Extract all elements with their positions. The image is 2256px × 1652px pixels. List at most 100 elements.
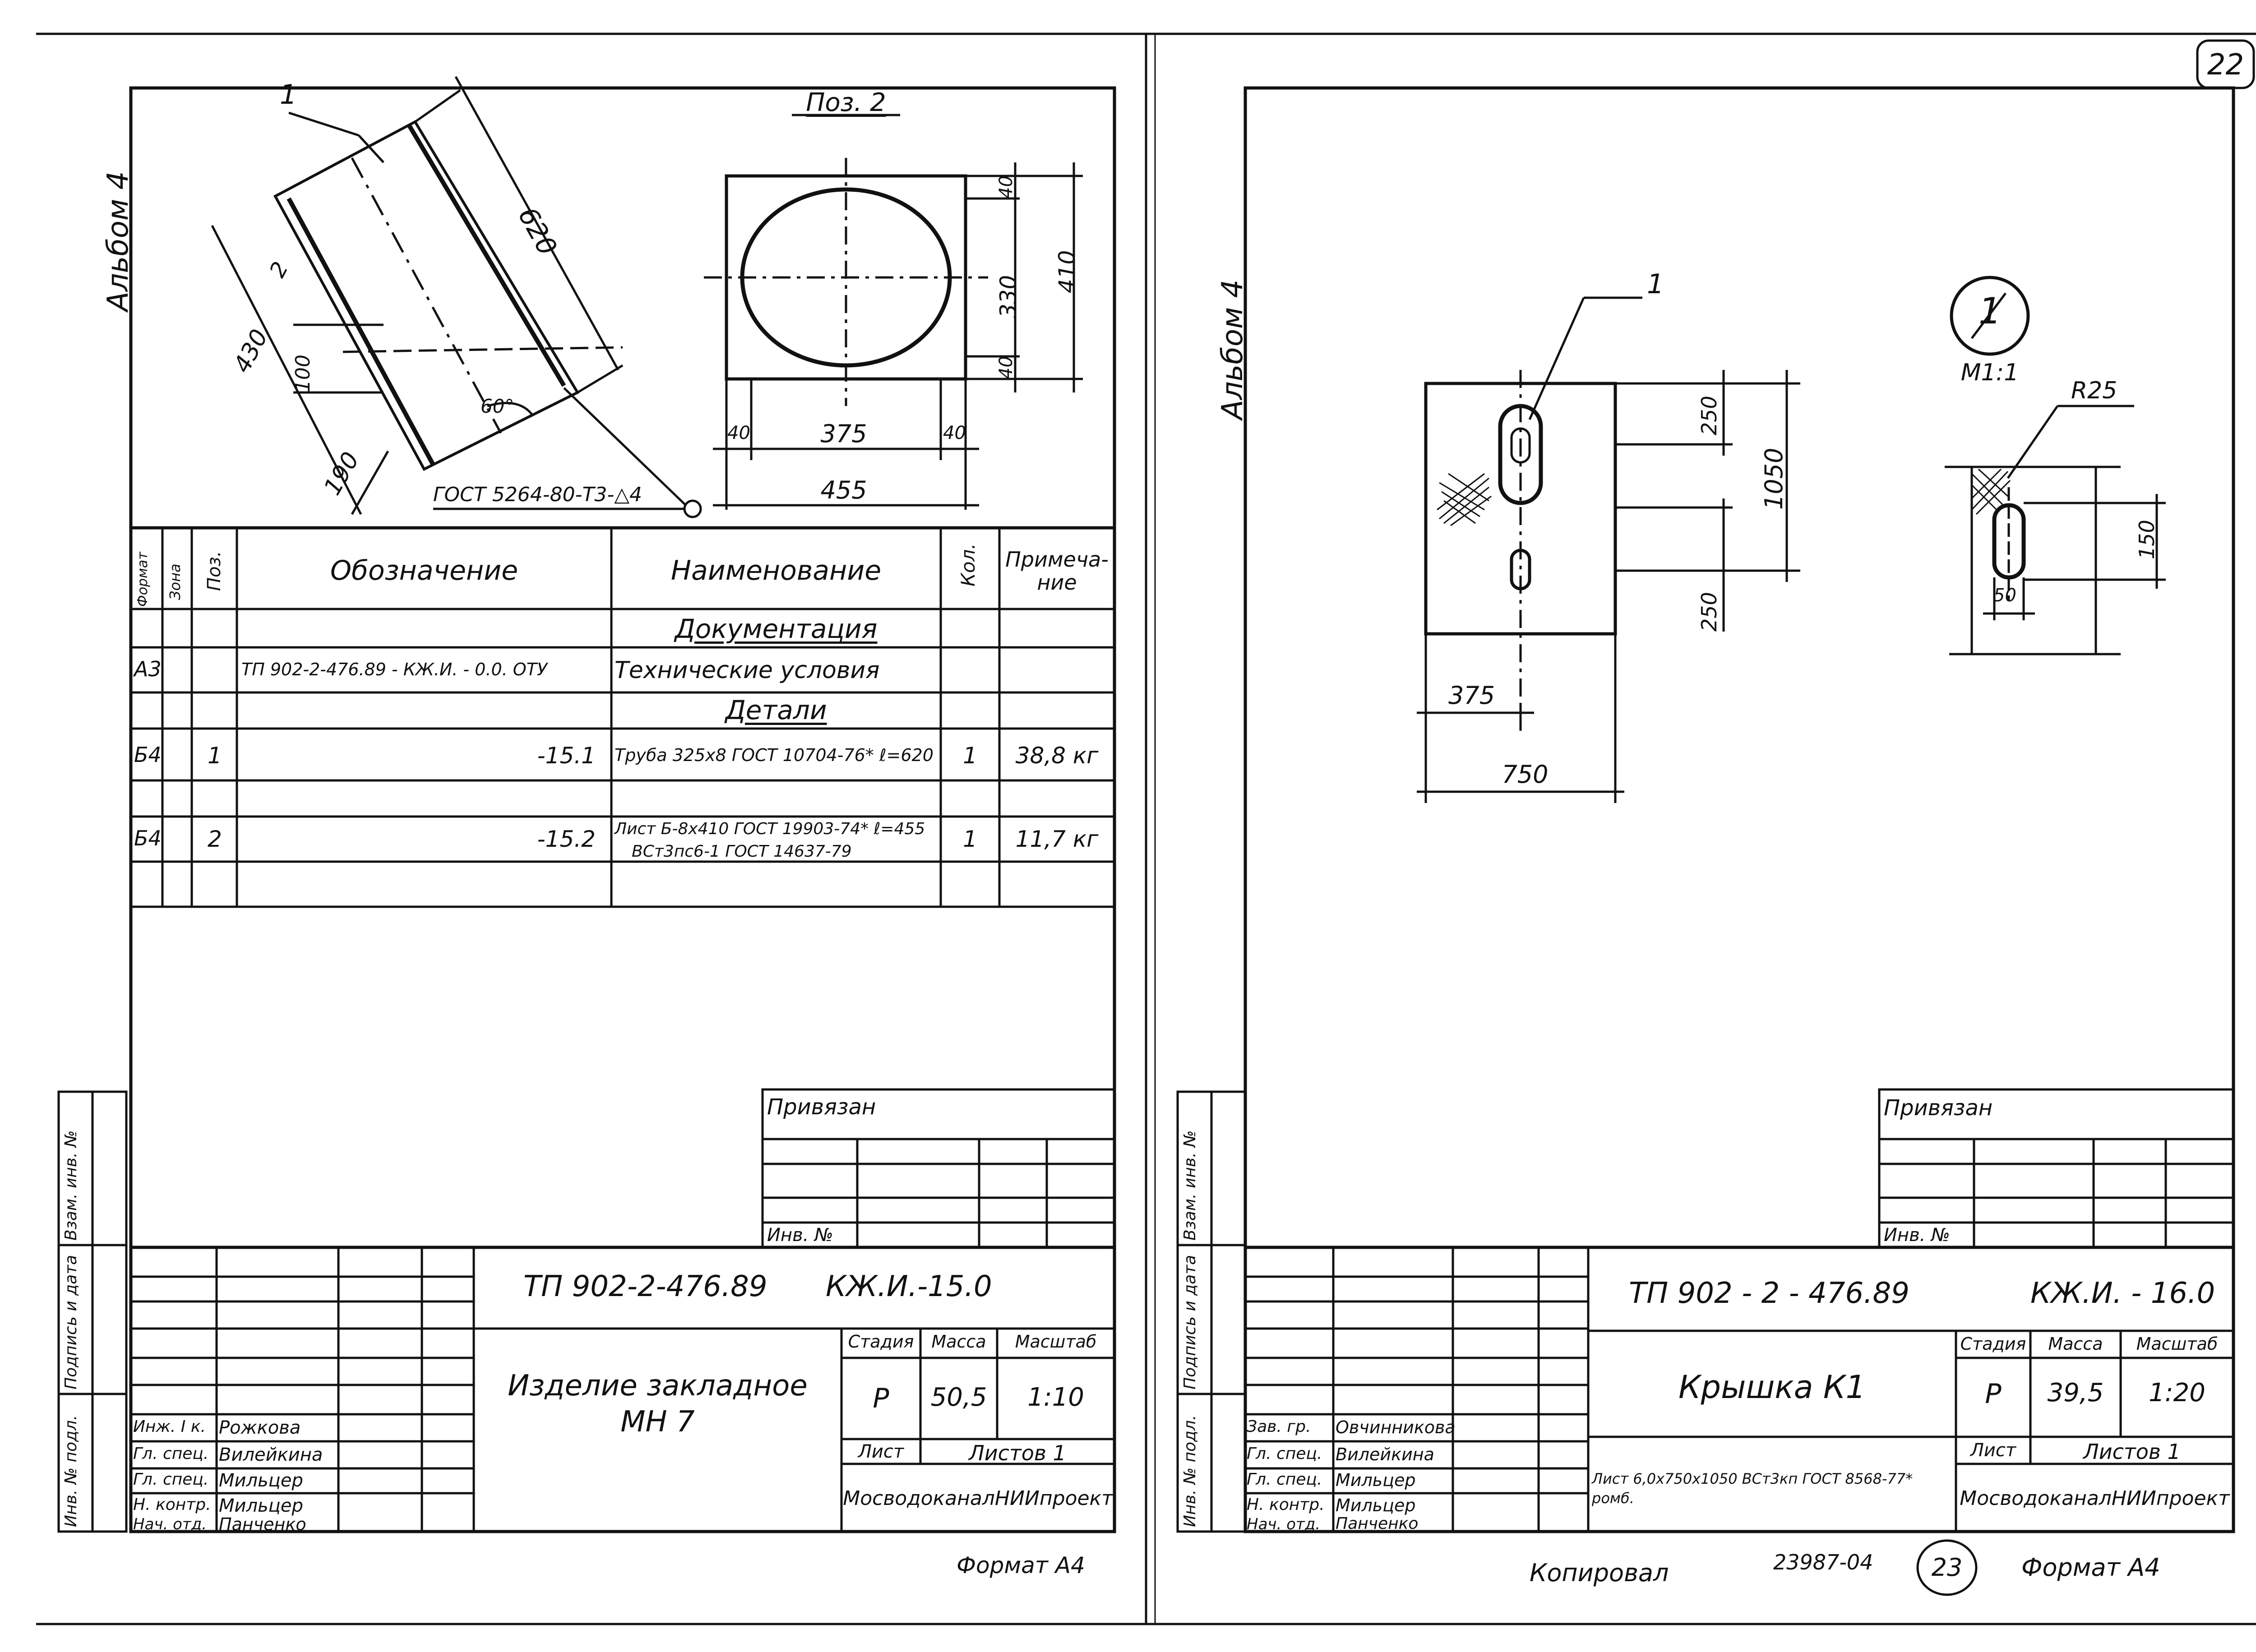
- pipe-drawing: [211, 76, 702, 518]
- left-privyazan-label: Привязан: [767, 1094, 876, 1120]
- cover-position-label: 1: [1647, 268, 1664, 300]
- hdr-name: Наименование: [670, 555, 882, 586]
- hdr-pos: Поз.: [204, 551, 225, 591]
- left-sig1-name: Рожкова: [219, 1417, 301, 1438]
- copy-page-number: 23: [1931, 1553, 1963, 1582]
- left-sig5-role: Нач. отд.: [133, 1515, 207, 1533]
- right-sheet-code: КЖ.И. - 16.0: [2030, 1277, 2215, 1310]
- row2-pos: 1: [208, 743, 222, 769]
- row1-name: Технические условия: [615, 657, 880, 684]
- row3-pos: 2: [208, 826, 222, 852]
- right-sheet-frame: [1244, 86, 2235, 1533]
- right-organization: МосводоканалНИИпроект: [1960, 1487, 2230, 1510]
- left-mass-label: Масса: [931, 1332, 986, 1352]
- dim-slot-150: 150: [2135, 520, 2159, 559]
- dim-plate-edge-top: 40: [996, 175, 1017, 198]
- left-sig2-name: Вилейкина: [219, 1444, 323, 1465]
- left-sheets-label: Листов 1: [969, 1441, 1066, 1465]
- right-sig5-name: Панченко: [1336, 1514, 1419, 1533]
- right-inv-no-label: Инв. №: [1884, 1225, 1950, 1246]
- left-title-line2: МН 7: [620, 1405, 695, 1439]
- row2-name: Труба 325х8 ГОСТ 10704-76* ℓ=620: [615, 745, 934, 765]
- right-format-label: Формат А4: [2021, 1553, 2160, 1582]
- left-sig4-role: Н. контр.: [133, 1495, 211, 1514]
- dim-height-1050: 1050: [1760, 448, 1788, 510]
- dim-plate-edge-left: 40: [727, 423, 750, 443]
- hdr-note: Примеча-ние: [1005, 547, 1109, 595]
- right-mass: 39,5: [2047, 1378, 2104, 1407]
- dim-offset-100: 100: [291, 355, 314, 392]
- dim-plate-inner-width: 375: [820, 420, 867, 448]
- right-sig2-role: Гл. спец.: [1247, 1444, 1322, 1463]
- left-sig2-role: Гл. спец.: [133, 1444, 209, 1463]
- hdr-qty: Кол.: [957, 543, 979, 586]
- node-label: 1: [1979, 290, 2002, 332]
- right-sig4-role: Н. контр.: [1247, 1495, 1325, 1514]
- left-doc-code: ТП 902-2-476.89: [523, 1270, 767, 1303]
- right-privyazan-label: Привязан: [1884, 1095, 1993, 1121]
- left-side-label-signature: Подпись и дата: [62, 1255, 80, 1389]
- left-sig3-name: Мильцер: [219, 1470, 303, 1491]
- page-number: 22: [2207, 48, 2244, 82]
- left-side-label-vzam: Взам. инв. №: [62, 1130, 80, 1241]
- right-side-label-signature: Подпись и дата: [1181, 1255, 1199, 1389]
- left-title: Изделие закладное: [508, 1369, 808, 1403]
- row3-note: 11,7 кг: [1015, 826, 1099, 852]
- dim-plate-edge-right: 40: [943, 423, 966, 443]
- right-stage: Р: [1985, 1378, 2002, 1410]
- right-sig1-name: Овчинникова: [1336, 1417, 1456, 1437]
- row3-format: Б4: [134, 826, 162, 850]
- right-stage-label: Стадия: [1960, 1334, 2026, 1354]
- dim-bottom-250: 250: [1697, 592, 1721, 632]
- right-scale-label: Масштаб: [2136, 1334, 2218, 1354]
- right-sig3-name: Мильцер: [1336, 1470, 1416, 1490]
- row3-name: Лист Б-8х410 ГОСТ 19903-74* ℓ=455: [615, 820, 925, 838]
- dim-plate-total-height: 410: [1054, 250, 1080, 293]
- dim-plate-inner-height: 330: [995, 275, 1022, 318]
- dim-plate-edge-bottom: 40: [996, 356, 1017, 379]
- row3-designation: -15.2: [537, 826, 596, 852]
- right-sheets-label: Листов 1: [2083, 1440, 2181, 1464]
- left-scale: 1:10: [1027, 1383, 1084, 1412]
- copy-note: Копировал: [1530, 1559, 1669, 1587]
- left-sheet-frame: [129, 86, 1116, 1533]
- dim-plate-total-width: 455: [820, 476, 867, 504]
- right-album-label: Альбом 4: [1216, 279, 1249, 420]
- dim-left-375: 375: [1448, 681, 1495, 710]
- right-material-line2: ромб.: [1592, 1490, 1634, 1507]
- left-sig4-name: Мильцер: [219, 1495, 303, 1516]
- dim-width-750: 750: [1502, 760, 1549, 789]
- row1-format: А3: [134, 657, 162, 681]
- copy-code: 23987-04: [1773, 1550, 1873, 1574]
- cover-drawing: [1417, 276, 2166, 1596]
- right-sheet-label: Лист: [1970, 1440, 2016, 1461]
- left-organization: МосводоканалНИИпроект: [843, 1487, 1113, 1510]
- left-side-label-inv-podl: Инв. № подл.: [62, 1415, 80, 1527]
- right-sig1-role: Зав. гр.: [1247, 1417, 1311, 1436]
- hdr-zone: Зона: [166, 563, 184, 600]
- dim-angle: 60°: [481, 395, 514, 417]
- left-sig1-role: Инж. I к.: [133, 1417, 206, 1436]
- left-mass: 50,5: [930, 1383, 987, 1412]
- left-sig5-name: Панченко: [219, 1514, 306, 1534]
- right-sig3-role: Гл. спец.: [1247, 1470, 1322, 1489]
- dim-top-250: 250: [1697, 396, 1721, 435]
- section-documentation: Документация: [675, 614, 878, 644]
- right-side-label-inv-podl: Инв. № подл.: [1181, 1415, 1199, 1527]
- node-radius: R25: [2071, 377, 2117, 404]
- right-sig5-role: Нач. отд.: [1247, 1515, 1321, 1533]
- row3-qty: 1: [963, 826, 977, 852]
- right-sig2-name: Вилейкина: [1336, 1444, 1434, 1464]
- hdr-designation: Обозначение: [330, 555, 518, 586]
- right-mass-label: Масса: [2048, 1334, 2103, 1354]
- right-doc-code: ТП 902 - 2 - 476.89: [1629, 1277, 1909, 1310]
- left-inv-no-label: Инв. №: [767, 1225, 833, 1246]
- pipe-position-label: 1: [280, 79, 297, 111]
- right-side-label-vzam: Взам. инв. №: [1181, 1130, 1199, 1241]
- left-format-label: Формат А4: [957, 1552, 1085, 1578]
- right-scale: 1:20: [2149, 1378, 2205, 1407]
- row2-designation: -15.1: [537, 743, 596, 769]
- right-material: Лист 6,0х750х1050 ВСт3кп ГОСТ 8568-77*: [1592, 1470, 1913, 1487]
- node-scale: М1:1: [1960, 359, 2019, 386]
